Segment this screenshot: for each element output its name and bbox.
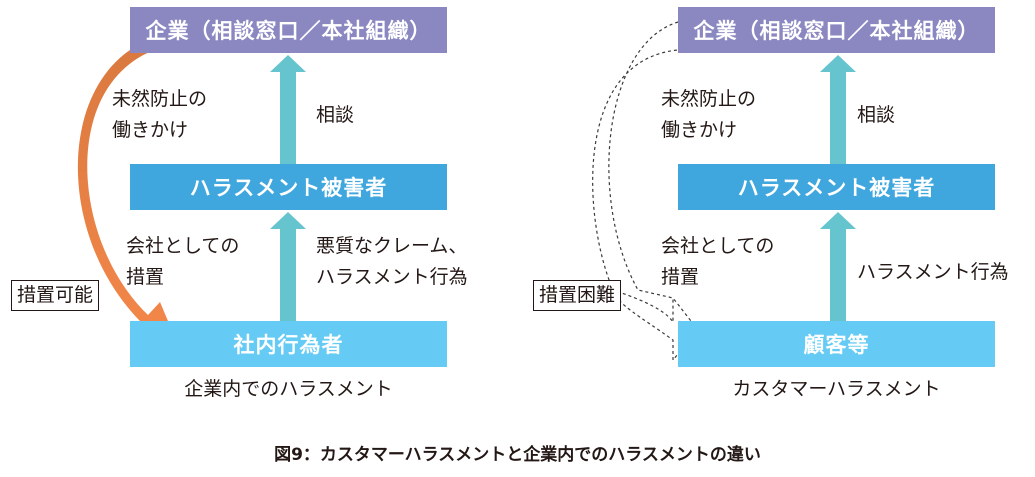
- victim-box-right: ハラスメント被害者: [678, 164, 995, 210]
- panel-customer-harassment: 企業（相談窓口／本社組織） ハラスメント被害者 顧客等 未然防止の 働きかけ 相…: [518, 0, 1035, 430]
- measure-label-line1: 会社としての: [126, 235, 240, 257]
- prevention-label-right-line2: 働きかけ: [661, 119, 738, 141]
- measure-difficult-tag: 措置困難: [533, 280, 622, 311]
- consult-arrow-right: [820, 55, 856, 165]
- act-label-right-line1: ハラスメント行為: [857, 261, 1009, 283]
- measure-possible-tag: 措置可能: [11, 280, 100, 311]
- harassment-act-arrow-right: [820, 212, 856, 322]
- victim-box: ハラスメント被害者: [130, 164, 447, 210]
- consult-arrow: [270, 55, 306, 165]
- left-diagram-arrows: [77, 40, 306, 345]
- prevention-label: 未然防止の 働きかけ: [112, 84, 207, 146]
- customer-box: 顧客等: [678, 321, 995, 367]
- prevention-label-line1: 未然防止の: [112, 88, 208, 110]
- consult-label: 相談: [316, 104, 355, 126]
- company-box: 企業（相談窓口／本社組織）: [130, 7, 447, 53]
- company-box-right: 企業（相談窓口／本社組織）: [678, 7, 995, 53]
- measure-difficult-arrow: [592, 21, 679, 324]
- panel-internal-harassment: 企業（相談窓口／本社組織） ハラスメント被害者 社内行為者 未然防止の 働きかけ…: [0, 0, 517, 430]
- measure-label-line2: 措置: [126, 266, 165, 288]
- act-label-line1: 悪質なクレーム、: [316, 235, 468, 257]
- internal-actor-box: 社内行為者: [130, 321, 447, 367]
- act-label: 悪質なクレーム、 ハラスメント行為: [316, 231, 468, 293]
- internal-harassment-subtitle: 企業内でのハラスメント: [184, 378, 393, 400]
- measure-label-right: 会社としての 措置: [661, 231, 774, 293]
- consult-label-right: 相談: [857, 104, 896, 126]
- prevention-label-right: 未然防止の 働きかけ: [661, 84, 756, 146]
- figure-caption: 図9：カスタマーハラスメントと企業内でのハラスメントの違い: [274, 445, 761, 465]
- measure-possible-arrow: [77, 40, 178, 345]
- harassment-act-arrow: [270, 212, 306, 322]
- measure-label-right-line1: 会社としての: [661, 235, 775, 257]
- measure-label: 会社としての 措置: [126, 231, 239, 293]
- prevention-label-line2: 働きかけ: [112, 119, 189, 141]
- act-label-line2: ハラスメント行為: [316, 266, 468, 288]
- prevention-label-right-line1: 未然防止の: [661, 88, 757, 110]
- measure-label-right-line2: 措置: [661, 266, 700, 288]
- act-label-right: ハラスメント行為: [857, 257, 1009, 288]
- customer-harassment-subtitle: カスタマーハラスメント: [732, 378, 941, 400]
